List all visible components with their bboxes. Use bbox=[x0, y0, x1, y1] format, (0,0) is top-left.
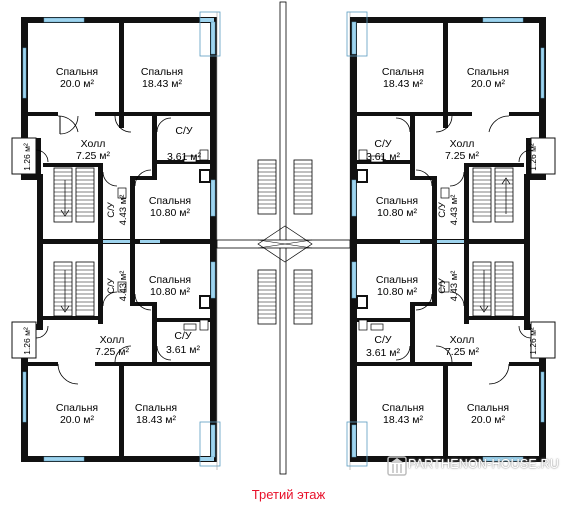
room-bedroom-1843-bottom-left: Спальня 18.43 м² bbox=[135, 402, 177, 426]
room-area: 4.43 м² bbox=[449, 195, 460, 226]
room-area: 20.0 м² bbox=[60, 414, 95, 426]
room-area: 1.26 м² bbox=[22, 143, 32, 171]
watermark-text: PARTHENON-HOUSE.RU bbox=[408, 457, 560, 471]
room-hall-bottom-right: Холл 7.25 м² bbox=[445, 334, 480, 358]
room-name: С/У bbox=[175, 125, 193, 137]
room-hall-bottom-left: Холл 7.25 м² bbox=[95, 334, 130, 358]
room-name: Спальня bbox=[56, 66, 98, 78]
bay-126-top-right: 1.26 м² bbox=[528, 143, 538, 171]
room-area: 1.26 м² bbox=[528, 327, 538, 355]
room-labels-right: Спальня 18.43 м² Спальня 20.0 м² С/У 3.6… bbox=[366, 66, 538, 426]
room-name: Спальня bbox=[149, 195, 191, 207]
room-bedroom-1843-bottom-right: Спальня 18.43 м² bbox=[382, 402, 424, 426]
room-name: Спальня bbox=[149, 274, 191, 286]
room-area: 1.26 м² bbox=[528, 143, 538, 171]
room-name: С/У bbox=[174, 330, 192, 342]
room-name: Спальня bbox=[382, 402, 424, 414]
room-bath-upper-left: С/У 4.43 м² bbox=[106, 195, 129, 226]
room-bedroom-1080-lower-right: Спальня 10.80 м² bbox=[376, 274, 418, 298]
room-name: С/У bbox=[106, 201, 117, 218]
room-name: Спальня bbox=[382, 66, 424, 78]
room-bedroom-20-bottom-left: Спальня 20.0 м² bbox=[56, 402, 98, 426]
room-name: Холл bbox=[450, 138, 475, 150]
room-name: С/У bbox=[437, 277, 448, 294]
room-area: 3.61 м² bbox=[167, 151, 202, 163]
room-name: Спальня bbox=[135, 402, 177, 414]
room-labels-left: Спальня 20.0 м² Спальня 18.43 м² Холл 7.… bbox=[22, 66, 202, 426]
room-name: Спальня bbox=[467, 66, 509, 78]
room-bath-upper-right: С/У 4.43 м² bbox=[437, 195, 460, 226]
room-hall-top-left: Холл 7.25 м² bbox=[76, 138, 111, 162]
room-bedroom-1843-top-right: Спальня 18.43 м² bbox=[382, 66, 424, 90]
room-area: 10.80 м² bbox=[150, 286, 190, 298]
room-name: Спальня bbox=[141, 66, 183, 78]
room-wc-bottom-right: С/У 3.61 м² bbox=[366, 334, 401, 359]
room-wc-bottom-left: С/У 3.61 м² bbox=[166, 330, 201, 356]
room-name: Холл bbox=[450, 334, 475, 346]
room-name: Спальня bbox=[467, 402, 509, 414]
room-name: Холл bbox=[100, 334, 125, 346]
room-wc-top-left: С/У 3.61 м² bbox=[167, 125, 202, 163]
room-area: 10.80 м² bbox=[150, 207, 190, 219]
room-area: 20.0 м² bbox=[471, 78, 506, 90]
room-name: Холл bbox=[81, 138, 106, 150]
room-name: Спальня bbox=[376, 274, 418, 286]
room-bath-lower-right: С/У 4.43 м² bbox=[437, 271, 460, 302]
room-area: 18.43 м² bbox=[383, 78, 423, 90]
room-area: 7.25 м² bbox=[445, 150, 480, 162]
room-wc-top-right: С/У 3.61 м² bbox=[366, 138, 401, 163]
room-hall-top-right: Холл 7.25 м² bbox=[445, 138, 480, 162]
room-name: С/У bbox=[374, 334, 392, 346]
bay-126-bottom-left: 1.26 м² bbox=[22, 327, 32, 355]
left-unit bbox=[11, 11, 221, 467]
room-name: С/У bbox=[374, 138, 392, 150]
room-name: С/У bbox=[437, 201, 448, 218]
room-area: 7.25 м² bbox=[76, 150, 111, 162]
room-area: 1.26 м² bbox=[22, 327, 32, 355]
room-bedroom-1080-lower-left: Спальня 10.80 м² bbox=[149, 274, 191, 298]
bay-126-top-left: 1.26 м² bbox=[22, 143, 32, 171]
central-corridor bbox=[216, 1, 351, 475]
room-area: 18.43 м² bbox=[136, 414, 176, 426]
room-area: 4.43 м² bbox=[118, 271, 129, 302]
room-bedroom-1843-top-left: Спальня 18.43 м² bbox=[141, 66, 183, 90]
room-area: 4.43 м² bbox=[118, 195, 129, 226]
room-bath-lower-left: С/У 4.43 м² bbox=[106, 271, 129, 302]
bay-126-bottom-right: 1.26 м² bbox=[528, 327, 538, 355]
right-unit bbox=[346, 11, 556, 467]
room-bedroom-1080-upper-left: Спальня 10.80 м² bbox=[149, 195, 191, 219]
room-name: С/У bbox=[106, 277, 117, 294]
room-bedroom-1080-upper-right: Спальня 10.80 м² bbox=[376, 195, 418, 219]
room-bedroom-20-top-right: Спальня 20.0 м² bbox=[467, 66, 509, 90]
room-area: 10.80 м² bbox=[377, 286, 417, 298]
room-area: 20.0 м² bbox=[471, 414, 506, 426]
watermark-logo bbox=[387, 456, 407, 476]
room-area: 18.43 м² bbox=[142, 78, 182, 90]
floor-caption: Третий этаж bbox=[251, 487, 326, 502]
room-area: 4.43 м² bbox=[449, 271, 460, 302]
room-area: 18.43 м² bbox=[383, 414, 423, 426]
room-area: 10.80 м² bbox=[377, 207, 417, 219]
room-name: Спальня bbox=[376, 195, 418, 207]
room-area: 3.61 м² bbox=[166, 344, 201, 356]
room-name: Спальня bbox=[56, 402, 98, 414]
room-bedroom-20-top-left: Спальня 20.0 м² bbox=[56, 66, 98, 90]
room-area: 3.61 м² bbox=[366, 151, 401, 163]
room-area: 3.61 м² bbox=[366, 347, 401, 359]
room-area: 7.25 м² bbox=[445, 346, 480, 358]
room-area: 7.25 м² bbox=[95, 346, 130, 358]
room-bedroom-20-bottom-right: Спальня 20.0 м² bbox=[467, 402, 509, 426]
room-area: 20.0 м² bbox=[60, 78, 95, 90]
